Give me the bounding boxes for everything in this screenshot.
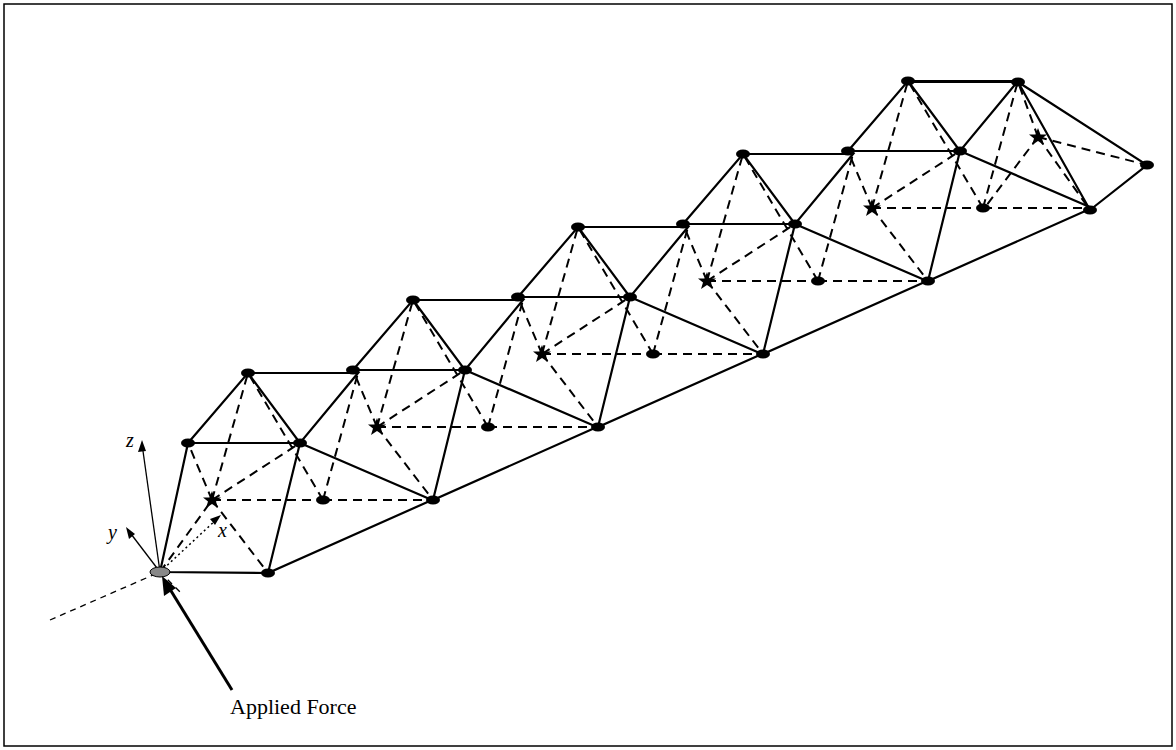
frame (4, 4, 1172, 746)
axis-label: y (108, 522, 117, 542)
axis-label: z (126, 430, 134, 450)
axis-label: x (218, 520, 227, 540)
applied-force-arrow (162, 576, 232, 690)
axes (50, 440, 221, 620)
truss (160, 77, 1154, 578)
force-label: Applied Force (230, 696, 356, 718)
